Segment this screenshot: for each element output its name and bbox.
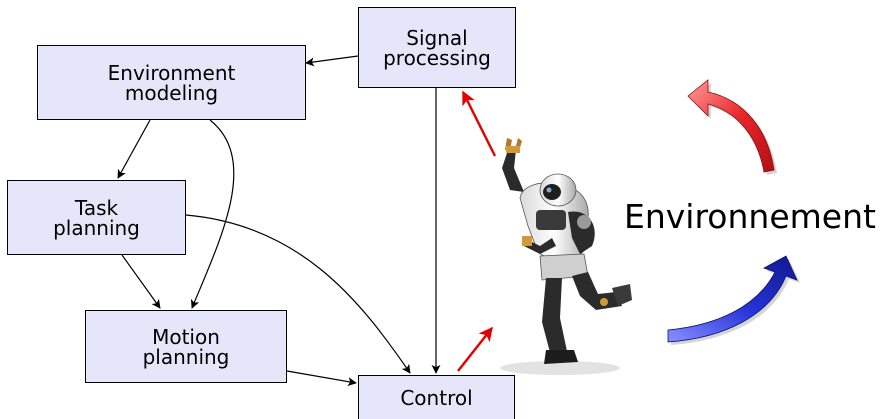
red-arrow-control-to-robot: [457, 326, 493, 372]
node-environment-modeling-line2: modeling: [124, 80, 219, 105]
edge-envmodel-to-task: [117, 119, 151, 179]
environment-label: Environnement: [624, 197, 876, 236]
node-task-planning: Task planning: [7, 180, 186, 255]
node-environment-modeling-line1: Environment: [107, 60, 236, 85]
node-signal-processing-line1: Signal: [406, 25, 468, 50]
node-signal-processing-line2: processing: [383, 45, 491, 70]
node-signal-processing: Signal processing: [358, 7, 516, 88]
edge-task-to-motion: [121, 254, 161, 309]
node-task-planning-line1: Task: [74, 195, 119, 220]
node-control-line1: Control: [400, 385, 473, 410]
edge-motion-to-control: [286, 370, 357, 387]
edge-envmodel-to-motion: [190, 119, 235, 309]
node-control: Control: [358, 375, 515, 419]
node-task-planning-line2: planning: [53, 215, 140, 240]
blue-cycle-arrow: [667, 255, 800, 345]
red-cycle-arrow: [687, 79, 777, 175]
edge-signal-to-envmodel: [305, 55, 359, 67]
node-motion-planning-line2: planning: [142, 344, 230, 369]
node-motion-planning: Motion planning: [85, 310, 287, 383]
node-motion-planning-line1: Motion: [152, 324, 220, 349]
humanoid-robot-image: [500, 138, 632, 375]
red-arrow-robot-to-signal: [461, 90, 497, 157]
edge-task-to-control: [185, 214, 411, 374]
node-environment-modeling: Environment modeling: [37, 45, 306, 120]
